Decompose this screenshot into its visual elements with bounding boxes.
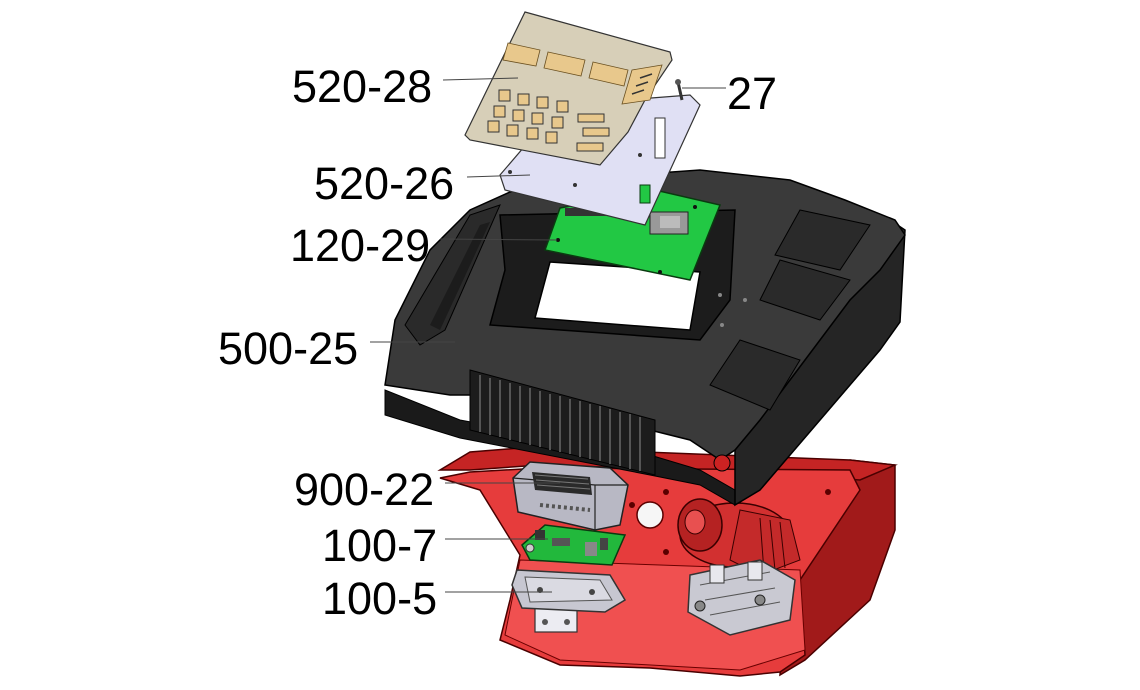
housing-hole [663, 489, 669, 495]
leader-line-520-28 [442, 77, 519, 81]
housing-hole [636, 501, 664, 529]
leader-lines [370, 77, 726, 593]
cover-heatsink [469, 369, 656, 476]
motor-bracket [687, 559, 796, 636]
callout-label-100-7: 100-7 [322, 520, 438, 571]
motor [677, 498, 801, 576]
housing-hole [663, 549, 669, 555]
red-base-housing [437, 447, 898, 677]
power-supply-900-22 [512, 461, 629, 531]
housing-hole [825, 489, 831, 495]
callout-label-900-22: 900-22 [294, 464, 435, 515]
keypad-keys [487, 89, 610, 152]
callout-label-520-28: 520-28 [292, 61, 433, 112]
leader-line-520-26 [466, 174, 531, 178]
callout-label-500-25: 500-25 [218, 323, 359, 374]
mounting-bracket-100-5 [511, 569, 627, 613]
leader-line-120-29 [439, 238, 558, 241]
keypad-overlay-520-28 [464, 11, 673, 166]
callout-label-27: 27 [727, 68, 778, 119]
callout-label-520-26: 520-26 [314, 158, 455, 209]
housing-clip [534, 607, 578, 633]
housing-hole [629, 502, 635, 508]
callout-label-100-5: 100-5 [322, 573, 438, 624]
standoff-screw-27 [675, 79, 684, 101]
callout-label-120-29: 120-29 [290, 220, 431, 271]
control-board-100-7 [521, 524, 627, 566]
